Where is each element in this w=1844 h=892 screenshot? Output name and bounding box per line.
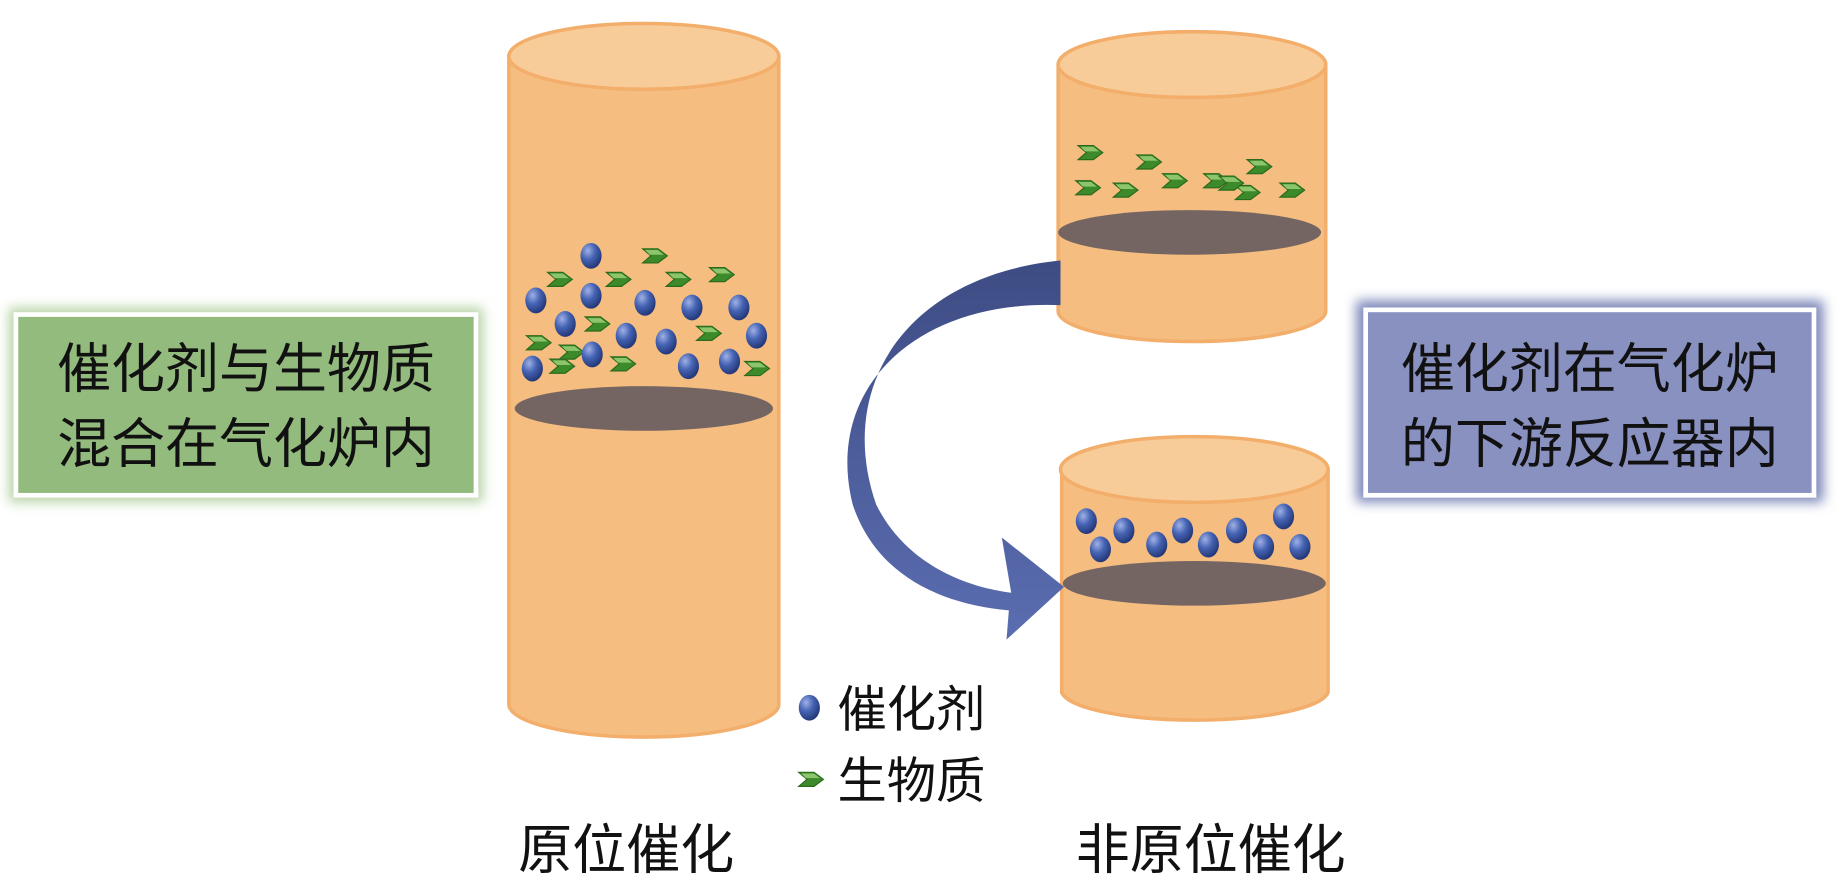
in-situ-gasifier-cylinder [507,21,781,739]
gasifier-cylinder-upper [1056,29,1328,344]
in-situ-note-line2: 混合在气化炉内 [57,412,435,475]
in-situ-note-box: 催化剂与生物质 混合在气化炉内 [8,307,484,503]
catalyst-legend-icon [798,694,820,721]
ex-situ-label: 非原位催化 [1076,819,1346,882]
legend-biomass-label: 生物质 [837,752,985,810]
ex-situ-note-box: 催化剂在气化炉 的下游反应器内 [1356,300,1824,503]
grate-plate [514,386,773,431]
ex-situ-note-line2: 的下游反应器内 [1401,412,1779,475]
legend-catalyst-label: 催化剂 [837,681,985,739]
ex-situ-note-line1: 催化剂在气化炉 [1401,337,1779,400]
grate-plate [1058,210,1322,255]
flow-arrow [847,260,1065,640]
biomass-legend-icon [798,771,824,787]
in-situ-note-line1: 催化剂与生物质 [57,337,435,400]
grate-plate [1062,561,1326,606]
downstream-reactor-cylinder [1058,434,1330,722]
legend: 催化剂 生物质 [798,681,985,810]
in-situ-label: 原位催化 [518,819,734,882]
